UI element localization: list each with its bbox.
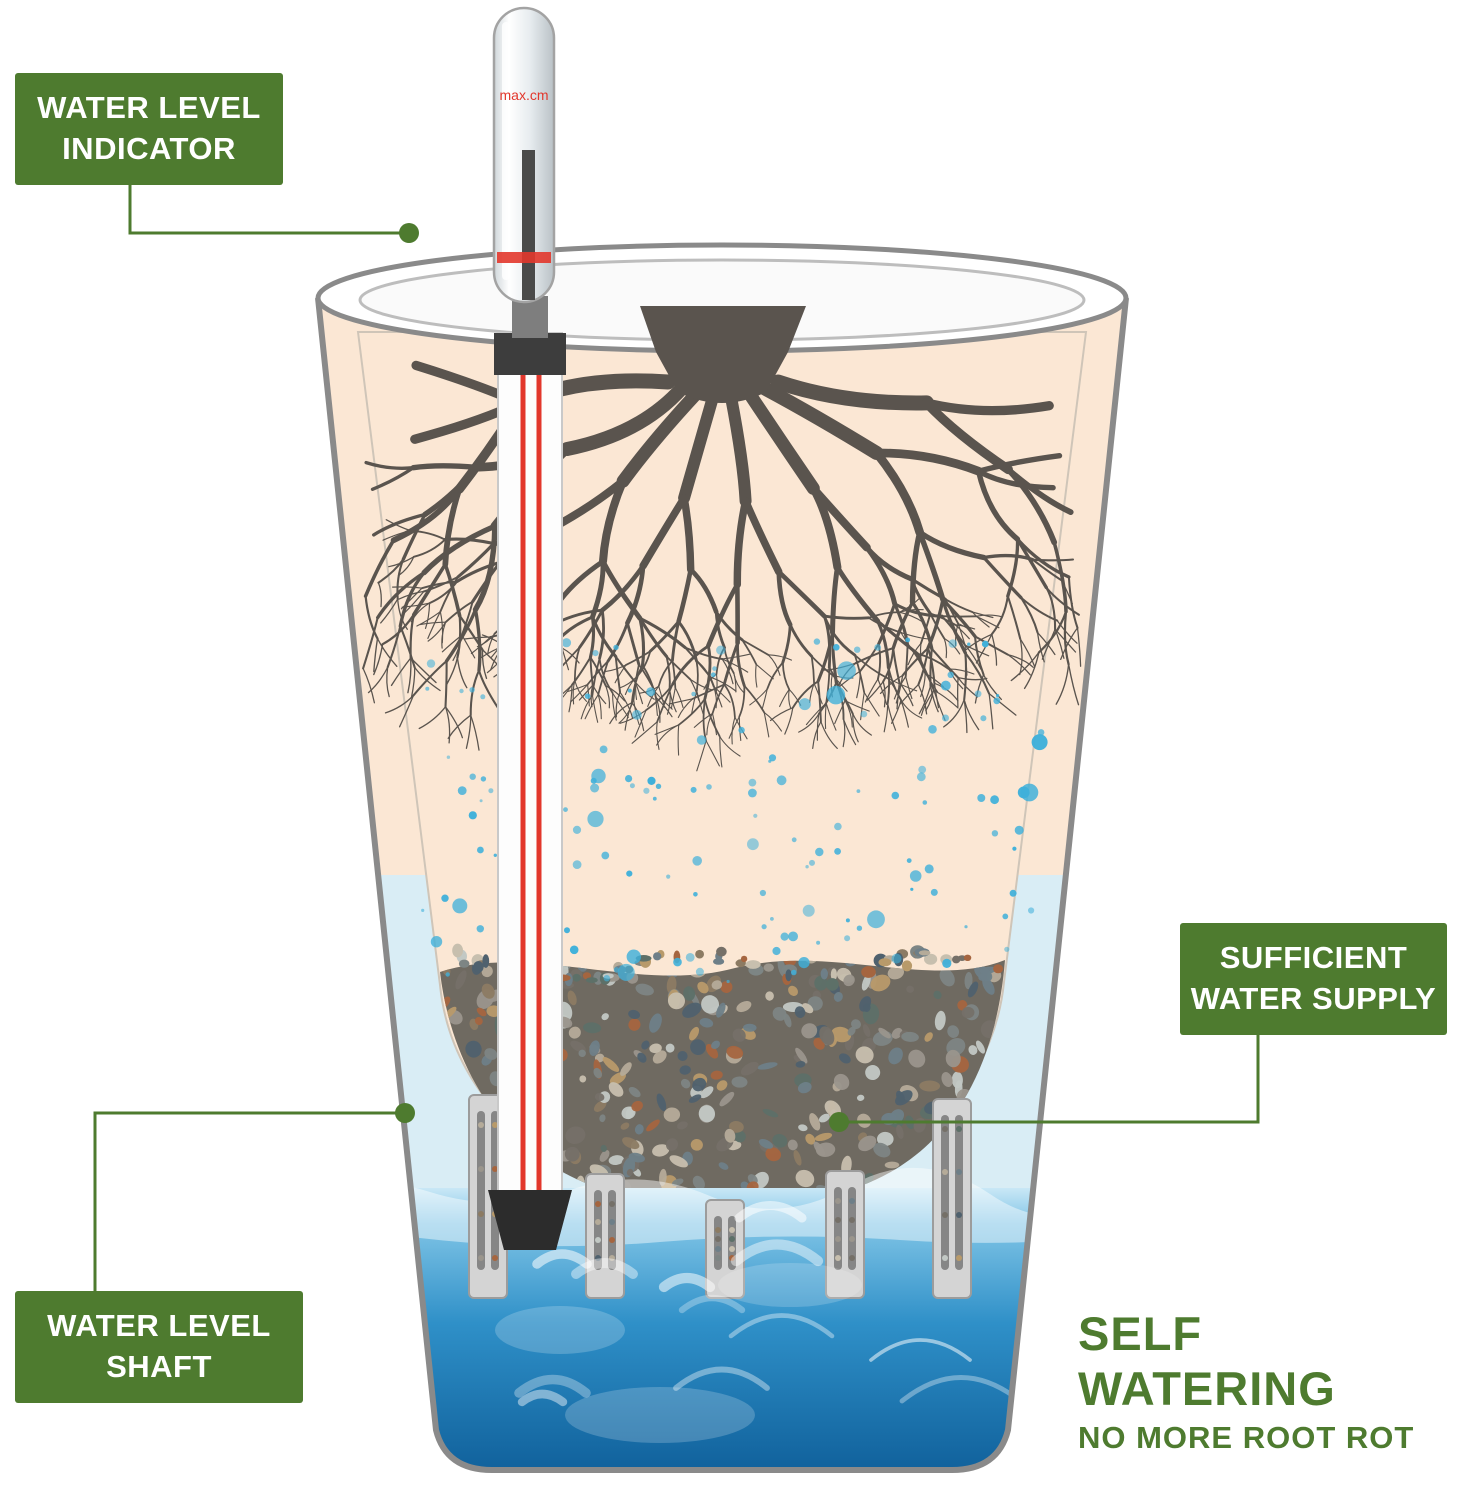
callout-sufficient-water-supply: SUFFICIENT WATER SUPPLY	[1180, 923, 1447, 1035]
water-highlight	[718, 1263, 862, 1307]
indicator-max-mark	[497, 252, 551, 263]
dot-sufficient-water-supply	[829, 1112, 849, 1132]
line-water-level-indicator	[128, 185, 400, 235]
pot-interior	[318, 298, 1126, 1470]
support-legs	[468, 1094, 972, 1299]
callout-text: WATER SUPPLY	[1190, 981, 1437, 1016]
callout-text: SUFFICIENT	[1219, 940, 1408, 976]
water-swirls	[514, 1201, 1023, 1407]
callout-text: WATER LEVEL	[37, 90, 261, 126]
callout-text: SHAFT	[106, 1349, 212, 1384]
indicator-float-stem	[522, 150, 535, 300]
water-bubbles	[421, 637, 1048, 984]
shaft-body	[497, 332, 563, 1194]
water-highlight	[565, 1387, 755, 1443]
dot-water-level-indicator	[399, 223, 419, 243]
glass-highlight	[502, 22, 510, 280]
callout-water-level-shaft: WATER LEVEL SHAFT	[15, 1291, 303, 1403]
callout-lines	[93, 185, 1260, 1291]
plant-trunk	[640, 306, 806, 403]
water-level-indicator-device: max.cm	[492, 6, 556, 338]
callout-dots	[395, 223, 849, 1132]
shaft-foot	[488, 1190, 572, 1250]
dot-water-level-shaft	[395, 1103, 415, 1123]
headline-title: SELF WATERING	[1078, 1307, 1336, 1415]
pot-outline	[315, 297, 1129, 1473]
headline-subtitle: NO MORE ROOT ROT	[1078, 1420, 1415, 1455]
water-highlight	[495, 1306, 625, 1354]
callout-text: WATER LEVEL	[47, 1308, 271, 1344]
headline: SELF WATERING NO MORE ROOT ROT	[1078, 1306, 1458, 1456]
line-water-level-shaft	[93, 1111, 396, 1291]
indicator-collar	[512, 296, 548, 338]
callout-water-level-indicator: WATER LEVEL INDICATOR	[15, 73, 283, 185]
shaft-cap	[494, 333, 566, 375]
indicator-scale-label: max.cm	[500, 87, 549, 103]
line-sufficient-water-supply	[848, 1035, 1260, 1124]
water-level-shaft-tube	[488, 332, 572, 1250]
callout-text: INDICATOR	[62, 131, 236, 166]
